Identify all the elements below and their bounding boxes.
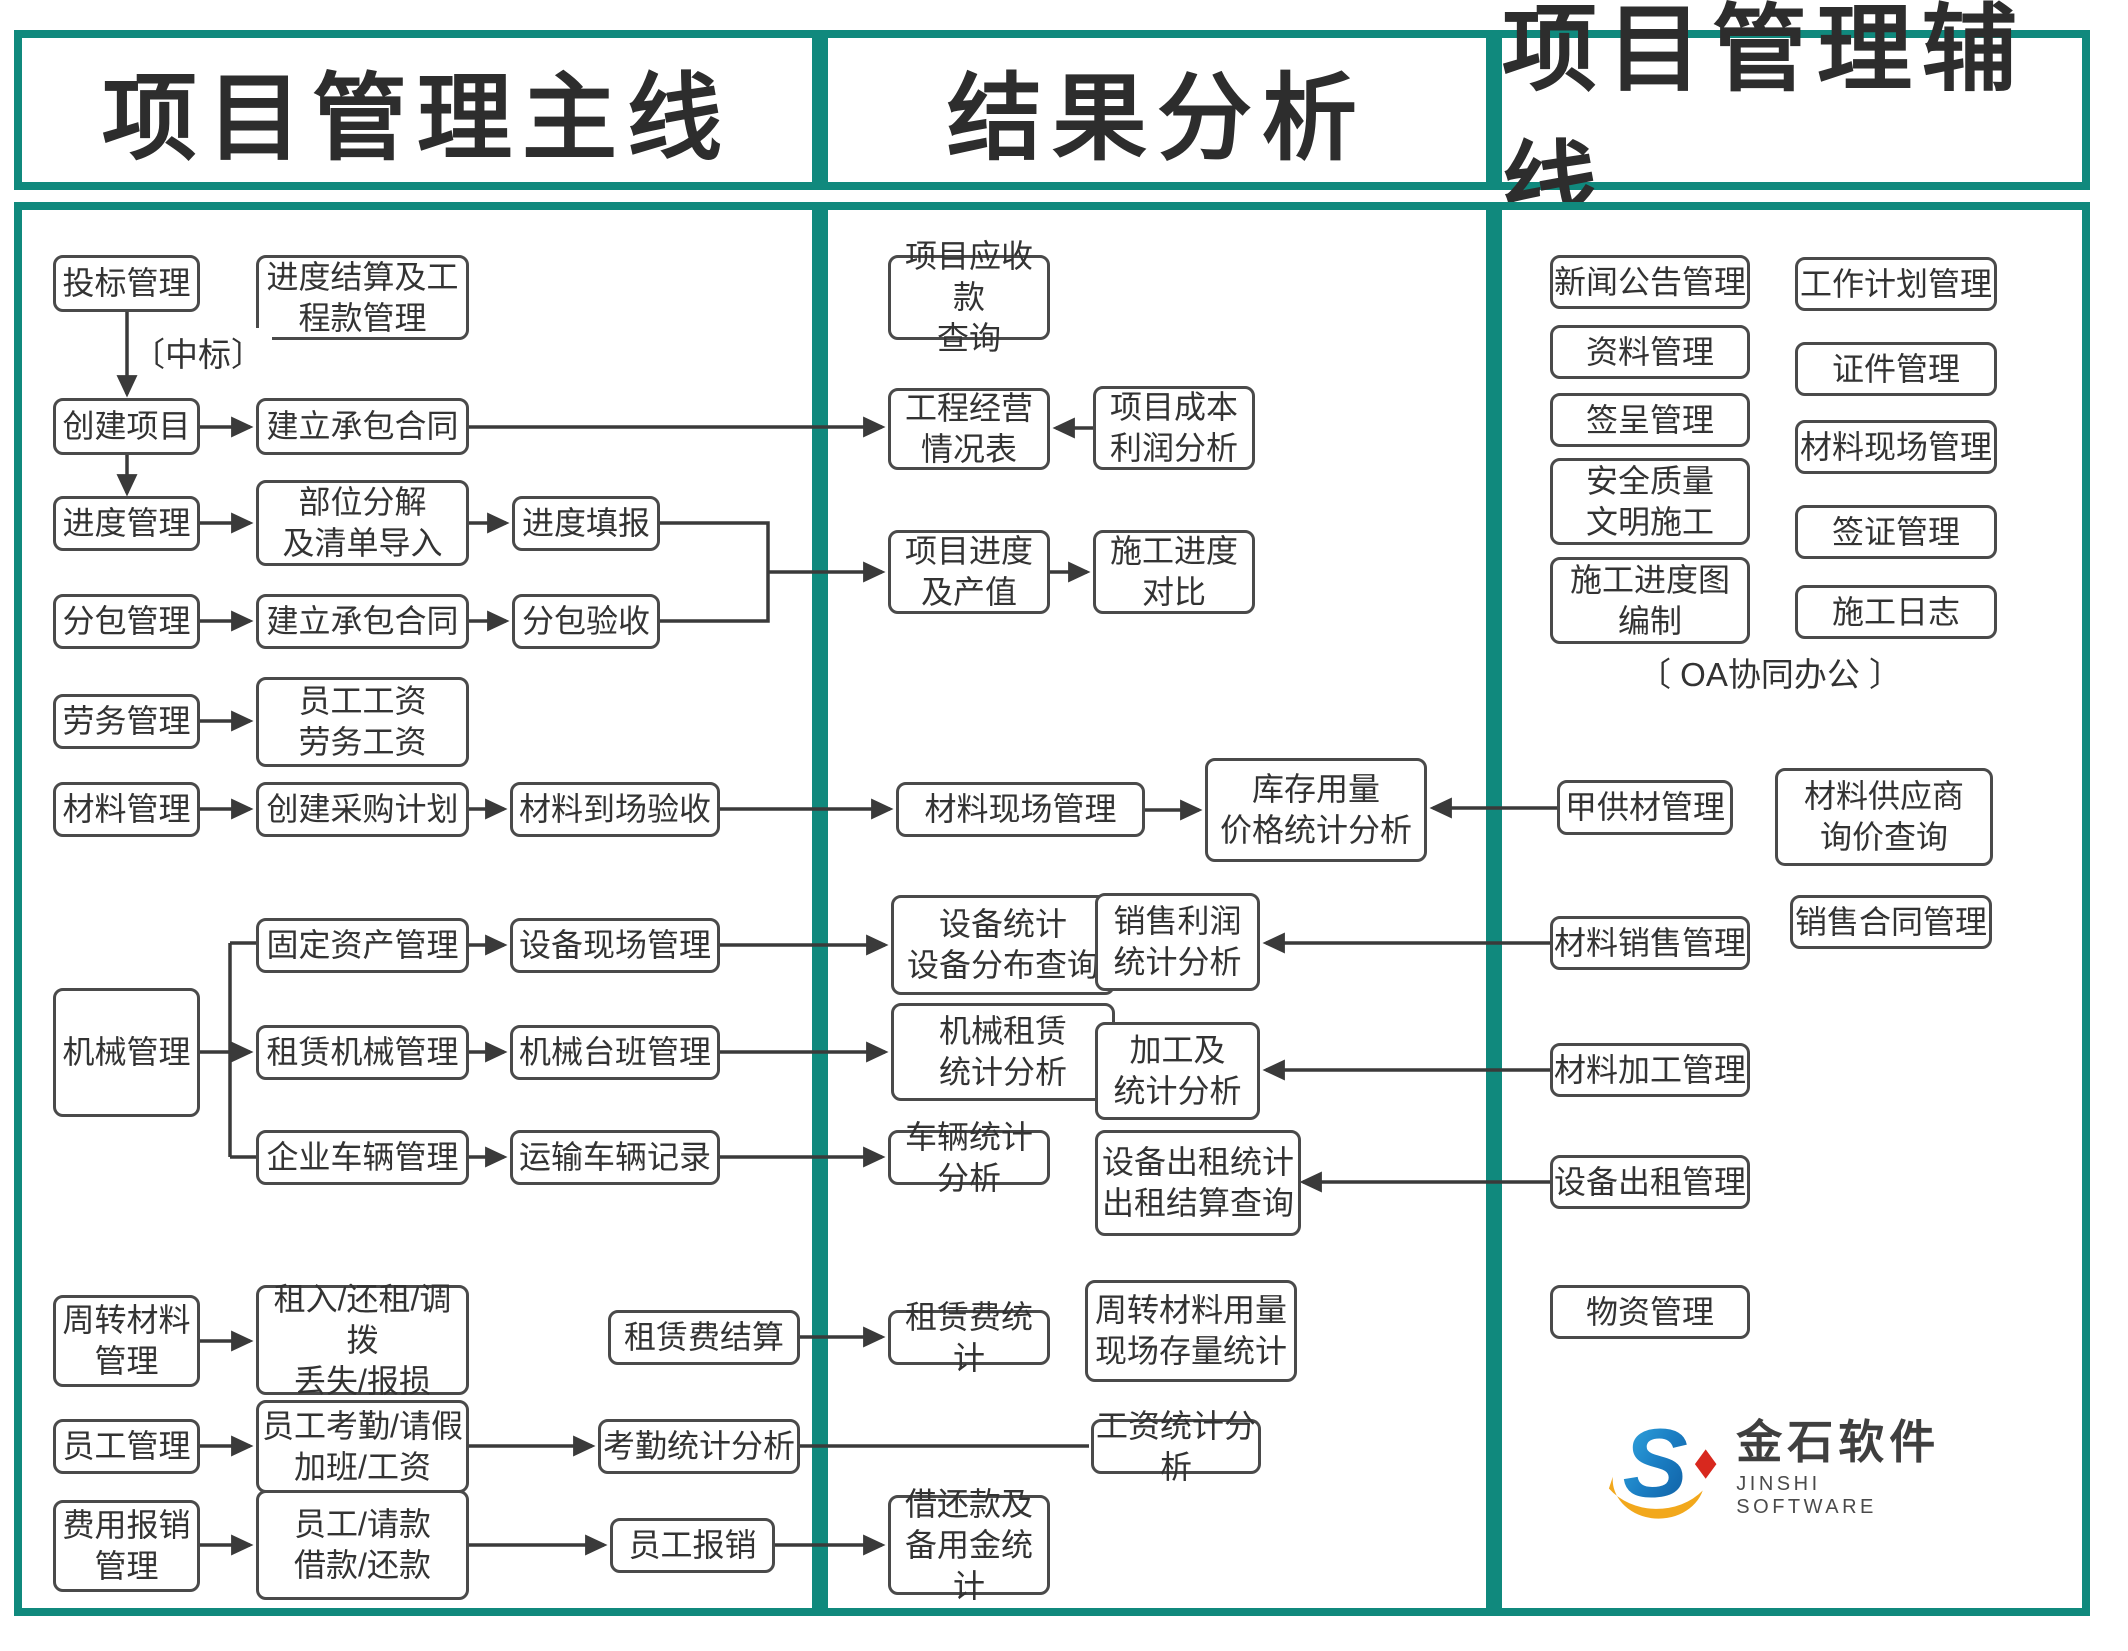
node-employee-management: 员工管理 bbox=[53, 1419, 200, 1474]
node-progress-management: 进度管理 bbox=[53, 496, 200, 551]
node-create-project: 创建项目 bbox=[53, 398, 200, 455]
node-material-sales: 材料销售管理 bbox=[1550, 916, 1750, 970]
node-rent-return-transfer: 租入/还租/调拨 丢失/报损 bbox=[256, 1281, 469, 1399]
header-main-line: 项目管理主线 bbox=[14, 30, 820, 190]
node-equipment-rent-stats: 设备出租统计 出租结算查询 bbox=[1095, 1130, 1301, 1236]
header-result-analysis-label: 结果分析 bbox=[946, 65, 1367, 172]
node-sales-contract: 销售合同管理 bbox=[1790, 895, 1992, 949]
node-request-loan-repay: 员工/请款 借款/还款 bbox=[256, 1490, 469, 1600]
node-inventory-price-stats: 库存用量 价格统计分析 bbox=[1205, 758, 1427, 862]
node-processing-stats: 加工及 统计分析 bbox=[1095, 1022, 1260, 1120]
node-expense-reimburse: 费用报销 管理 bbox=[53, 1500, 200, 1592]
node-setup-contract-2: 建立承包合同 bbox=[256, 594, 469, 649]
label-won-bid: 〔中标〕 bbox=[132, 328, 272, 373]
node-news-announcement: 新闻公告管理 bbox=[1550, 255, 1750, 309]
node-rental-fee-settlement: 租赁费结算 bbox=[608, 1310, 800, 1365]
node-certificate-mgmt: 证件管理 bbox=[1795, 342, 1997, 396]
node-subcontract-acceptance: 分包验收 bbox=[512, 594, 660, 649]
node-fixed-assets: 固定资产管理 bbox=[256, 918, 469, 973]
node-work-plan: 工作计划管理 bbox=[1795, 257, 1997, 311]
node-cost-profit-analysis: 项目成本 利润分析 bbox=[1093, 386, 1255, 470]
header-main-line-label: 项目管理主线 bbox=[101, 65, 732, 172]
header-result-analysis: 结果分析 bbox=[820, 30, 1494, 190]
node-progress-report: 进度填报 bbox=[512, 496, 660, 551]
node-schedule-chart: 施工进度图 编制 bbox=[1550, 557, 1750, 644]
node-turnover-material: 周转材料 管理 bbox=[53, 1295, 200, 1387]
node-bid-management: 投标管理 bbox=[53, 255, 200, 312]
node-progress-settlement: 进度结算及工 程款管理 bbox=[256, 255, 469, 340]
node-purchase-plan: 创建采购计划 bbox=[256, 782, 469, 837]
node-goods-mgmt: 物资管理 bbox=[1550, 1285, 1750, 1339]
node-rental-machinery: 租赁机械管理 bbox=[256, 1025, 469, 1080]
node-operating-statement: 工程经营 情况表 bbox=[888, 388, 1050, 470]
node-machine-shift: 机械台班管理 bbox=[510, 1025, 720, 1080]
node-loan-pettycash-stats: 借还款及 备用金统计 bbox=[888, 1486, 1050, 1604]
node-sales-profit-stats: 销售利润 统计分析 bbox=[1095, 893, 1260, 991]
svg-text:S: S bbox=[1623, 1408, 1688, 1517]
node-employee-reimburse: 员工报销 bbox=[610, 1518, 775, 1573]
node-material-site-mgmt: 材料现场管理 bbox=[896, 782, 1145, 837]
node-material-acceptance: 材料到场验收 bbox=[510, 782, 720, 837]
logo-company-name: 金石软件 bbox=[1736, 1416, 1941, 1468]
node-labor-management: 劳务管理 bbox=[53, 694, 200, 749]
node-equipment-site: 设备现场管理 bbox=[510, 918, 720, 973]
node-supplier-inquiry: 材料供应商 询价查询 bbox=[1775, 768, 1993, 866]
node-machinery-management: 机械管理 bbox=[53, 988, 200, 1117]
node-equipment-stats-query: 设备统计 设备分布查询 bbox=[891, 895, 1115, 995]
node-vehicle-stats: 车辆统计分析 bbox=[888, 1119, 1050, 1196]
node-material-processing: 材料加工管理 bbox=[1550, 1043, 1750, 1097]
node-bom-import: 部位分解 及清单导入 bbox=[256, 480, 469, 566]
node-equipment-rent: 设备出租管理 bbox=[1550, 1155, 1750, 1209]
node-subcontract-management: 分包管理 bbox=[53, 594, 200, 649]
label-oa-office: 〔 OA协同办公 〕 bbox=[1610, 648, 1930, 693]
node-attendance-overtime: 员工考勤/请假 加班/工资 bbox=[256, 1400, 469, 1493]
node-receivables-query: 项目应收款 查询 bbox=[888, 238, 1050, 356]
node-sign-approval: 签呈管理 bbox=[1550, 393, 1750, 447]
node-transport-record: 运输车辆记录 bbox=[510, 1130, 720, 1185]
node-progress-output-value: 项目进度 及产值 bbox=[888, 530, 1050, 614]
node-safety-quality: 安全质量 文明施工 bbox=[1550, 458, 1750, 545]
node-construction-log: 施工日志 bbox=[1795, 585, 1997, 639]
jinshi-logo: S 金石软件 JINSHI SOFTWARE bbox=[1605, 1398, 1965, 1538]
node-material-management: 材料管理 bbox=[53, 782, 200, 837]
node-attendance-stats: 考勤统计分析 bbox=[598, 1419, 800, 1474]
node-machine-rental-stats: 机械租赁 统计分析 bbox=[891, 1003, 1115, 1101]
node-visa-mgmt: 签证管理 bbox=[1795, 505, 1997, 559]
node-salary-stats: 工资统计分析 bbox=[1091, 1408, 1261, 1485]
node-turnover-usage-stats: 周转材料用量 现场存量统计 bbox=[1085, 1280, 1297, 1382]
node-rental-fee-stats: 租赁费统计 bbox=[888, 1299, 1050, 1376]
node-setup-contract-1: 建立承包合同 bbox=[256, 398, 469, 455]
node-construction-progress-compare: 施工进度 对比 bbox=[1093, 530, 1255, 614]
node-owner-material: 甲供材管理 bbox=[1557, 780, 1733, 835]
node-staff-labor-wages: 员工工资 劳务工资 bbox=[256, 677, 469, 767]
jinshi-logo-icon: S bbox=[1608, 1408, 1717, 1519]
node-document-mgmt: 资料管理 bbox=[1550, 325, 1750, 379]
node-enterprise-vehicle: 企业车辆管理 bbox=[256, 1130, 469, 1185]
logo-company-name-en: JINSHI SOFTWARE bbox=[1736, 1473, 1877, 1518]
node-material-site-aux: 材料现场管理 bbox=[1795, 420, 1997, 474]
